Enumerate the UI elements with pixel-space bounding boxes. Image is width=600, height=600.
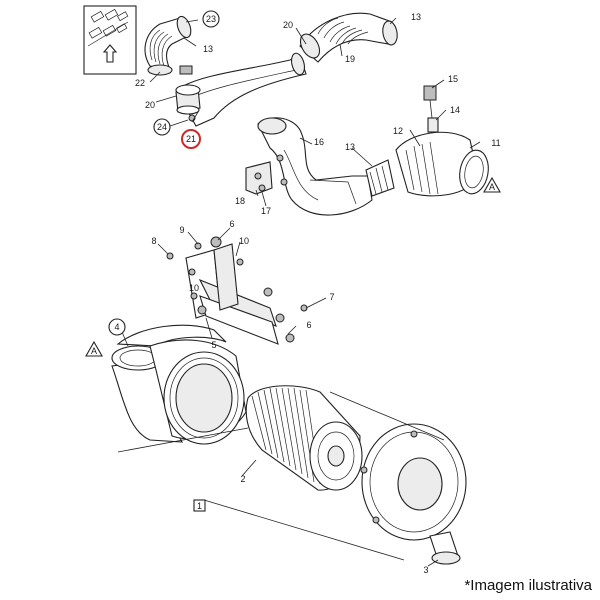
callout-23: 23: [206, 14, 216, 24]
callout-10-right: 10: [239, 236, 249, 246]
callout-labels: 23 13 22 20 24 21 20 19 13 16 13 12 15 1…: [85, 10, 501, 575]
callout-3: 3: [423, 565, 428, 575]
sensor-housing-12: [365, 85, 489, 197]
elbow-pipe-16: [257, 117, 373, 216]
pipe-bracket-18: [245, 154, 288, 195]
callout-16: 16: [314, 137, 324, 147]
callout-22: 22: [135, 78, 145, 88]
callout-15: 15: [448, 74, 458, 84]
up-arrow-icon: [102, 44, 118, 63]
assembly-outline: [117, 391, 445, 561]
callout-circle-4: [108, 318, 126, 336]
callout-20-left: 20: [145, 100, 155, 110]
callout-9: 9: [179, 225, 184, 235]
callout-17: 17: [261, 206, 271, 216]
callout-20-top: 20: [283, 20, 293, 30]
reference-a-top: A: [489, 182, 495, 192]
illustrative-image-caption: *Imagem ilustrativa: [464, 577, 592, 594]
callout-11: 11: [491, 138, 500, 148]
callout-2: 2: [240, 474, 245, 484]
callout-6-top: 6: [229, 219, 234, 229]
upper-right-bellows-hose: [299, 12, 398, 63]
callout-1: 1: [197, 501, 202, 511]
callout-box-1: [193, 499, 206, 512]
callout-7: 7: [329, 292, 334, 302]
filter-housing: [111, 324, 247, 445]
callout-4: 4: [114, 322, 119, 332]
filter-cover-3: [360, 423, 467, 565]
vehicle-orientation-icon: [83, 5, 137, 75]
filter-element-2: [245, 385, 363, 491]
callout-6-bottom: 6: [306, 320, 311, 330]
callout-13-top-left: 13: [203, 44, 213, 54]
reference-triangle-a-top: [483, 176, 501, 193]
callout-14: 14: [450, 105, 460, 115]
reference-a-left: A: [91, 346, 97, 356]
callout-circle-23: [202, 10, 220, 28]
callout-18: 18: [235, 196, 245, 206]
callout-10-left: 10: [189, 283, 199, 293]
callout-circle-24: [153, 118, 171, 136]
callout-13-top-right: 13: [411, 12, 421, 22]
lower-connector-20: [175, 65, 201, 122]
callout-21: 21: [186, 134, 196, 144]
leader-lines: [121, 17, 481, 567]
highlighted-callout-circle-21: [181, 129, 201, 149]
callout-19: 19: [345, 54, 355, 64]
callout-12: 12: [393, 126, 403, 136]
reference-triangle-a-left: [85, 340, 103, 357]
callout-13-middle: 13: [345, 142, 355, 152]
callout-8: 8: [151, 236, 156, 246]
mounting-bracket-5: [166, 236, 308, 345]
callout-5: 5: [211, 340, 216, 350]
callout-24: 24: [157, 122, 167, 132]
